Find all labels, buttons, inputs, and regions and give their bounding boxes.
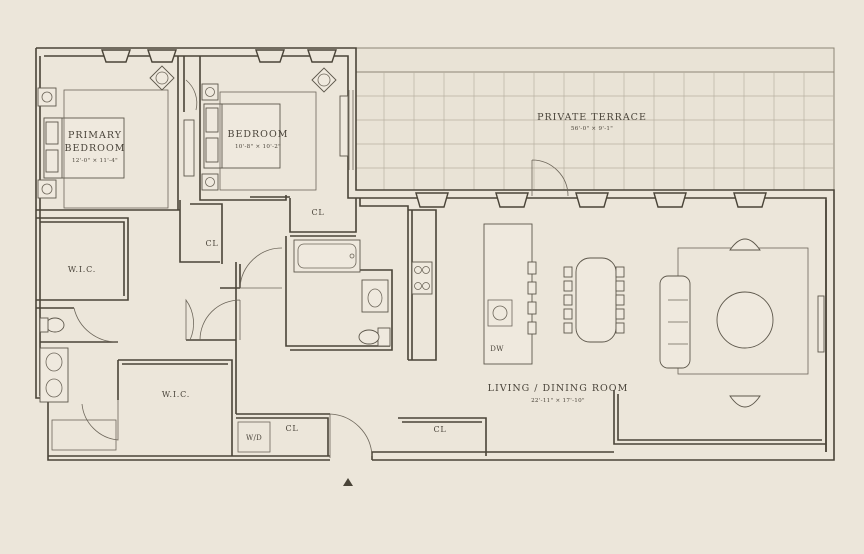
window-bay (147, 49, 177, 63)
dining-chair (615, 294, 625, 306)
window-bays (101, 49, 767, 208)
living-dining-dimensions: 22'-11" × 17'-10" (531, 398, 585, 404)
primary-bedroom-title-1: PRIMARY (68, 130, 122, 141)
window-bay (101, 49, 131, 63)
closet-label-bedroom: CL (205, 239, 218, 248)
dining-chair (563, 294, 573, 306)
kitchen (411, 223, 533, 365)
bar-stool (527, 281, 537, 295)
closet-label-bath: CL (311, 208, 324, 217)
window-bay (307, 49, 337, 63)
dishwasher-label: DW (490, 345, 504, 353)
window-bay (653, 192, 687, 208)
bedroom-title: BEDROOM (228, 129, 289, 140)
primary-bed (37, 65, 195, 209)
window-bay (733, 192, 767, 208)
closet-label-living: CL (433, 425, 446, 434)
window-bay (415, 192, 449, 208)
terrace-dimensions: 56'-0" × 9'-1" (571, 126, 613, 132)
window-bay (255, 49, 285, 63)
window-bay (575, 192, 609, 208)
dining-chair (563, 280, 573, 292)
dining-chair (615, 266, 625, 278)
terrace-title: PRIVATE TERRACE (537, 112, 647, 123)
wic-upper-label: W.I.C. (68, 265, 96, 274)
window-bay (495, 192, 529, 208)
washer-dryer-label: W/D (246, 434, 262, 442)
closet-label-entry: CL (285, 424, 298, 433)
bar-stool (527, 321, 537, 335)
bar-stool (527, 301, 537, 315)
dining-table (527, 257, 625, 343)
bedroom-bed (201, 67, 349, 191)
bedroom-dimensions: 10'-8" × 10'-2" (235, 144, 281, 150)
private-terrace (355, 47, 835, 191)
primary-bedroom-dimensions: 12'-0" × 11'-4" (72, 158, 118, 164)
bath-left (39, 317, 117, 451)
entry-marker (343, 478, 353, 486)
dining-chair (563, 266, 573, 278)
dining-chair (563, 322, 573, 334)
washer-dryer (237, 421, 271, 453)
wic-lower-label: W.I.C. (162, 390, 190, 399)
living-furniture (659, 238, 825, 408)
interior-walls (36, 56, 487, 456)
bottom-walls (48, 451, 614, 460)
dining-chair (615, 322, 625, 334)
dining-chair (615, 308, 625, 320)
terrace-paving-grid (356, 72, 834, 190)
doors (73, 79, 569, 458)
living-dining-title: LIVING / DINING ROOM (488, 383, 629, 394)
dining-chair (563, 308, 573, 320)
dining-chair (615, 280, 625, 292)
bar-stool (527, 261, 537, 275)
living-walls (613, 200, 827, 452)
bath-right (293, 239, 391, 347)
primary-bedroom-title-2: BEDROOM (65, 143, 126, 154)
